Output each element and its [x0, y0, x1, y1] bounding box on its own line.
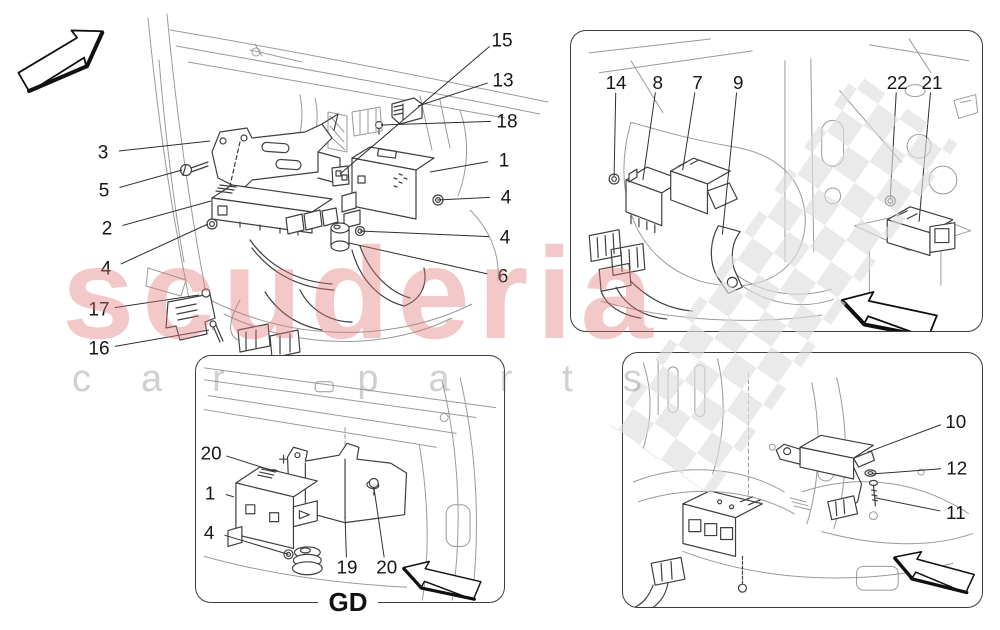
control-unit-21 — [886, 206, 956, 257]
bracket-3 — [211, 113, 341, 191]
body-context-lines — [632, 358, 974, 591]
nut-4a — [206, 218, 218, 230]
callout-leader-21 — [918, 92, 931, 222]
callout-leader-4 — [436, 196, 491, 201]
callout-leader-16 — [114, 329, 210, 347]
control-unit-1 — [341, 146, 435, 229]
callout-leader-15 — [339, 45, 490, 175]
callout-number-1: 1 — [499, 151, 510, 172]
callout-leader-4 — [359, 230, 490, 238]
callout-leader-1 — [429, 161, 489, 173]
callout-number-6: 6 — [498, 267, 509, 288]
grommet-6 — [330, 222, 350, 252]
callout-leader-4 — [120, 223, 209, 265]
callout-leader-1 — [225, 494, 235, 498]
control-unit-10 — [775, 434, 876, 480]
direction-arrow — [402, 560, 482, 601]
callout-leader-10 — [867, 424, 941, 453]
callout-leader-11 — [875, 497, 941, 512]
panel-footwell-control-units: 10 12 11 — [622, 352, 983, 608]
callout-leader-18 — [380, 120, 492, 126]
callout-leader-8 — [642, 92, 656, 181]
control-unit-lower — [682, 490, 763, 593]
direction-arrow — [893, 550, 975, 595]
callout-number-10: 10 — [945, 411, 966, 432]
panel-sill-control-unit: 20 1 4 19 20 — [195, 355, 505, 603]
callout-leader-14 — [613, 92, 617, 177]
spring-4 — [283, 546, 323, 576]
callout-number-2: 2 — [102, 219, 113, 240]
connector-13 — [391, 97, 423, 125]
clip-15 — [331, 165, 350, 187]
callout-leader-5 — [119, 169, 183, 188]
callout-number-16: 16 — [88, 339, 109, 360]
sensor-16-17 — [165, 288, 224, 343]
footwell-control-units-drawing: 10 12 11 — [632, 358, 975, 607]
direction-arrow — [840, 291, 938, 331]
callout-number-8: 8 — [653, 72, 664, 93]
connector-gray — [351, 106, 383, 137]
callout-number-21: 21 — [921, 72, 942, 93]
callout-leader-6 — [348, 242, 488, 275]
callout-number-15: 15 — [491, 31, 512, 52]
sill-control-unit-drawing: 20 1 4 19 20 — [201, 367, 497, 601]
callout-leader-19 — [344, 516, 347, 558]
screw-11 — [868, 479, 879, 507]
callout-leader-3 — [118, 140, 211, 152]
callout-number-22: 22 — [887, 72, 908, 93]
callout-number-12: 12 — [946, 458, 967, 479]
callout-leader-22 — [889, 92, 897, 198]
bracket-9 — [710, 225, 743, 294]
callout-number-20: 20 — [376, 557, 397, 578]
callout-leader-9 — [721, 92, 738, 235]
callout-leader-20 — [226, 455, 274, 472]
panel-label-gd: GD — [318, 586, 378, 618]
callout-number-18: 18 — [496, 112, 517, 133]
callout-number-3: 3 — [98, 143, 109, 164]
callout-leader-2 — [122, 200, 212, 226]
callout-number-4: 4 — [500, 228, 511, 249]
direction-arrow — [17, 29, 105, 93]
callout-leader-13 — [417, 82, 488, 107]
callout-number-17: 17 — [88, 300, 109, 321]
screw-5 — [179, 161, 209, 177]
connector-lower-left — [634, 556, 686, 607]
callout-number-5: 5 — [99, 181, 110, 202]
callout-number-7: 7 — [692, 72, 703, 93]
callout-number-1: 1 — [205, 482, 215, 503]
callout-leader-4 — [224, 534, 289, 555]
callout-number-14: 14 — [606, 72, 627, 93]
connector-cluster — [588, 229, 694, 320]
callout-number-13: 13 — [492, 71, 513, 92]
under-dash-right-drawing: 14 8 7 9 22 21 — [588, 38, 979, 331]
dashboard-control-units-drawing: 3 5 2 4 17 16 15 13 18 1 4 4 6 — [17, 13, 549, 360]
wiring-harness — [237, 207, 426, 359]
callout-number-4: 4 — [204, 522, 214, 543]
callout-leader-17 — [114, 294, 200, 309]
callout-number-9: 9 — [733, 72, 744, 93]
callout-leader-20 — [373, 486, 385, 558]
callout-number-11: 11 — [946, 502, 966, 523]
control-unit-1 — [227, 454, 318, 550]
callout-number-19: 19 — [337, 557, 358, 578]
callout-number-4: 4 — [101, 259, 112, 280]
bracket-hanging — [827, 466, 863, 521]
callout-number-20: 20 — [201, 443, 222, 464]
callout-number-4: 4 — [501, 188, 512, 209]
washer-12 — [864, 469, 877, 477]
panel-under-dash-right: 14 8 7 9 22 21 — [570, 30, 983, 332]
callout-leader-12 — [871, 468, 941, 475]
body-context-lines — [145, 13, 549, 342]
